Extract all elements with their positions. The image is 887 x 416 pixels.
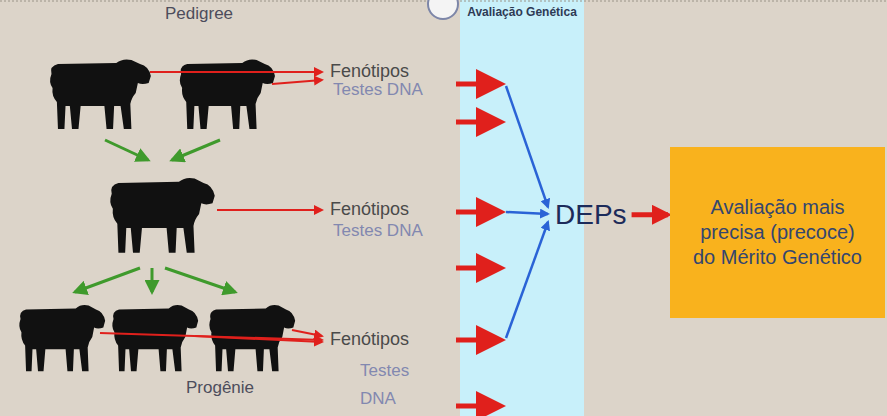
node-text: DEPs bbox=[555, 198, 627, 232]
caption-label: Progênie bbox=[186, 378, 254, 398]
data-label: Testes DNA bbox=[333, 80, 423, 100]
output-label: DEPs bbox=[553, 196, 629, 234]
data-label: Fenótipos bbox=[330, 329, 409, 351]
data-label: Fenótipos bbox=[330, 199, 409, 221]
node-text: Avaliação Genética bbox=[467, 5, 577, 19]
data-label: Testes DNA bbox=[360, 357, 422, 413]
data-label: Testes DNA bbox=[333, 221, 423, 241]
result-box: Avaliação mais precisa (precoce) do Méri… bbox=[670, 147, 885, 318]
data-label: Fenótipos bbox=[330, 61, 409, 83]
node-text: Avaliação mais precisa (precoce) do Méri… bbox=[692, 195, 863, 270]
caption-label: Pedigree bbox=[165, 4, 233, 24]
flow-arrow bbox=[632, 212, 668, 217]
